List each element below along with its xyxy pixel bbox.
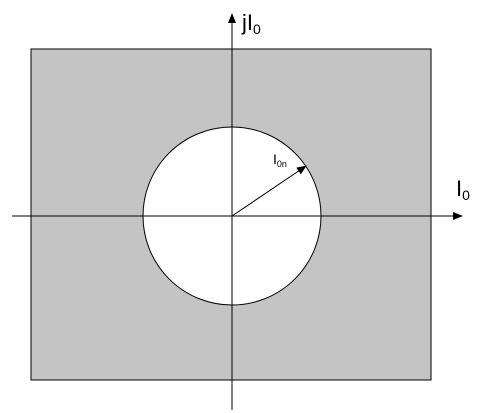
y-axis-label: jI0 bbox=[241, 10, 261, 37]
y-axis-label-sub: 0 bbox=[253, 21, 261, 37]
x-axis-label: I0 bbox=[456, 176, 470, 203]
radius-vector bbox=[231, 165, 307, 217]
radius-label-main: I bbox=[273, 151, 277, 167]
radius-label-sub: 0n bbox=[277, 159, 287, 169]
radius-label: I0n bbox=[273, 151, 287, 169]
y-axis-label-main: jI bbox=[241, 10, 253, 35]
x-axis-label-main: I bbox=[456, 176, 462, 201]
x-axis-label-sub: 0 bbox=[462, 187, 470, 203]
